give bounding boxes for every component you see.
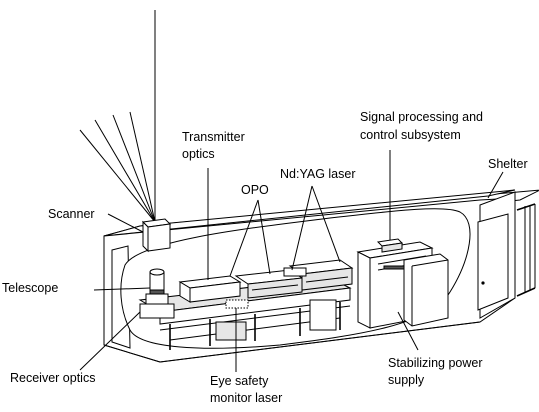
label-transmitter-optics-line2: optics [182, 147, 215, 161]
label-transmitter-optics-line1: Transmitter [182, 130, 245, 144]
labels: Transmitter optics Signal processing and… [2, 110, 528, 405]
scanner-beams [79, 10, 156, 223]
label-stabilizing-power-line1: Stabilizing power [388, 356, 483, 370]
interior-equipment [138, 218, 449, 350]
power-supply [403, 253, 449, 327]
label-shelter: Shelter [488, 157, 528, 171]
door [477, 213, 509, 311]
label-eye-safety-line2: monitor laser [210, 391, 282, 405]
eye-safety-monitor-box [225, 299, 249, 309]
label-signal-processing-line2: control subsystem [360, 128, 461, 142]
label-signal-processing-line1: Signal processing and [360, 110, 483, 124]
label-stabilizing-power-line2: supply [388, 373, 425, 387]
label-eye-safety-line1: Eye safety [210, 374, 269, 388]
label-opo: OPO [241, 183, 269, 197]
label-nd-yag-laser: Nd:YAG laser [280, 167, 356, 181]
label-scanner: Scanner [48, 207, 95, 221]
leader-lines [79, 150, 504, 372]
label-telescope: Telescope [2, 281, 58, 295]
label-receiver-optics: Receiver optics [10, 371, 95, 385]
